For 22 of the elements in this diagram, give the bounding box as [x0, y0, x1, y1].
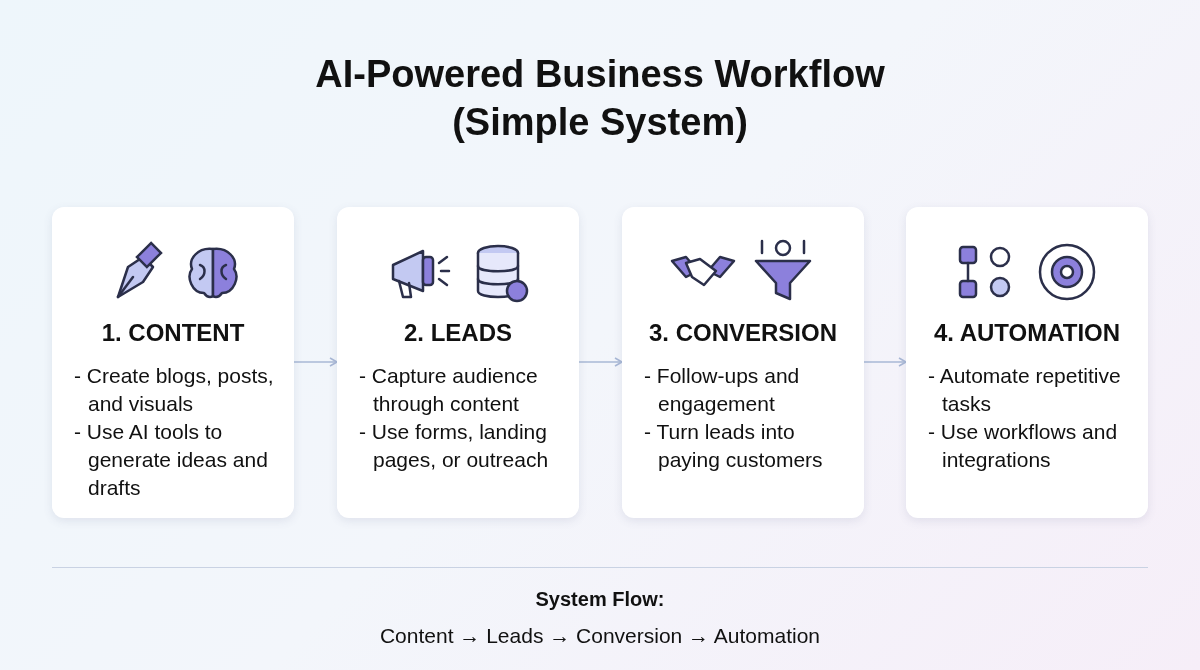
step-heading: 4. AUTOMATION — [932, 319, 1122, 347]
arrow — [863, 357, 907, 367]
bullet-text: - Follow-ups and engagement — [644, 363, 801, 417]
diagram-title: AI-Powered Business Workflow (Simple System) — [314, 52, 886, 145]
arrow — [578, 357, 623, 367]
step-card — [52, 207, 294, 518]
step-card — [337, 207, 579, 518]
bullet-text: - Turn leads into paying customers — [644, 419, 824, 473]
flow-summary-text: Content → Leads → Conversion → Automation — [379, 624, 821, 648]
step-heading: 1. CONTENT — [100, 319, 246, 347]
step-heading: 2. LEADS — [403, 319, 513, 347]
bullet-text: - Create blogs, posts, and visuals — [74, 363, 275, 417]
arrow — [293, 357, 338, 367]
bullet-text: - Use workflows and integrations — [928, 419, 1119, 473]
step-heading: 3. CONVERSION — [647, 319, 838, 347]
bullet-text: - Use forms, landing pages, or outreach — [359, 419, 550, 473]
bullet-text: - Use AI tools to generate ideas and drafts — [74, 419, 269, 501]
step-card — [622, 207, 864, 518]
bullet-text: - Automate repetitive tasks — [928, 363, 1122, 417]
section-heading: System Flow: — [535, 588, 665, 611]
bullet-text: - Capture audience through content — [359, 363, 539, 417]
step-card — [906, 207, 1148, 518]
